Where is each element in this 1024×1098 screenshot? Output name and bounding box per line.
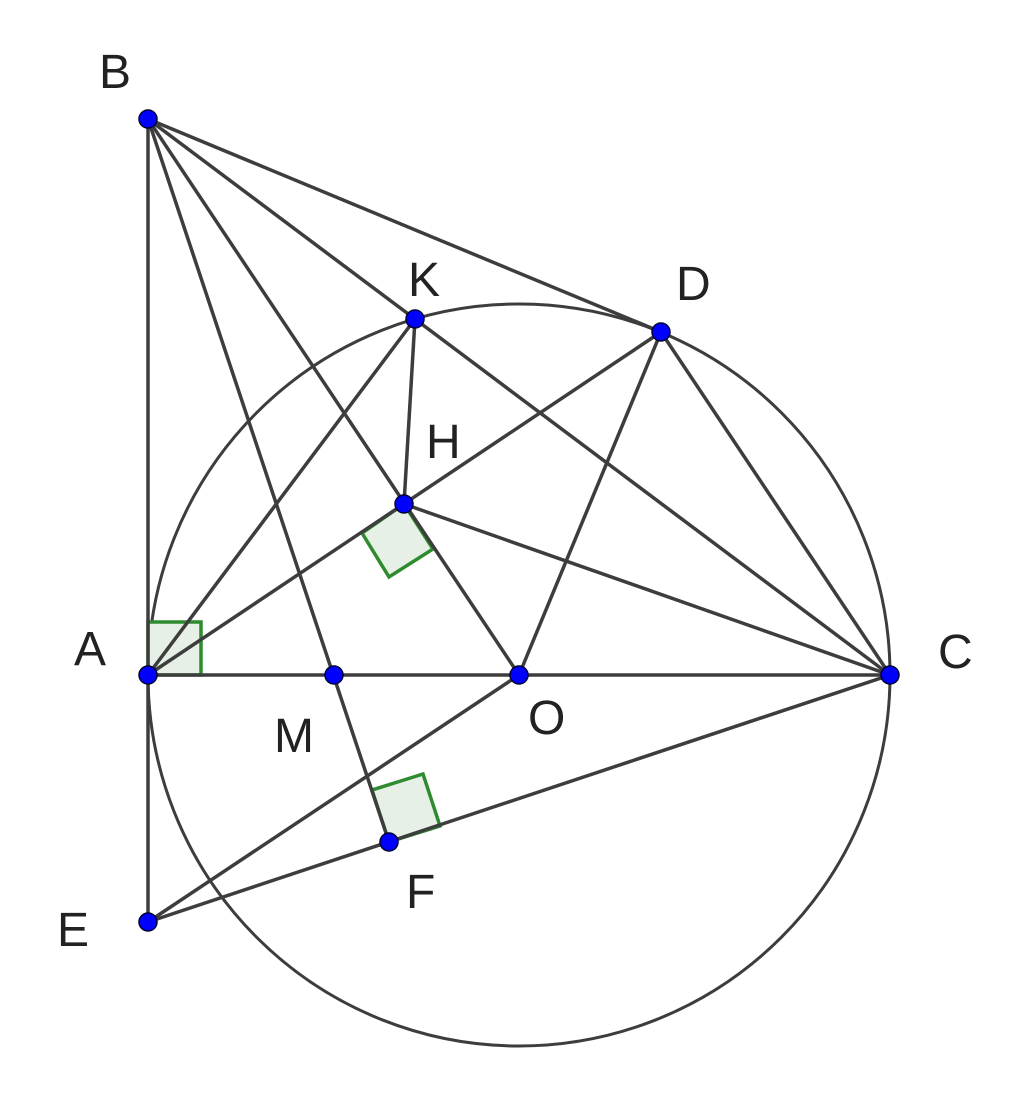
point-m — [324, 665, 344, 685]
point-c — [880, 665, 900, 685]
segment-kh — [402, 317, 417, 506]
label-h: H — [426, 416, 461, 469]
point-o — [509, 665, 529, 685]
segment-dc — [659, 330, 892, 677]
segment-bc — [146, 117, 892, 677]
label-o: O — [528, 692, 565, 745]
label-a: A — [74, 623, 106, 676]
label-f: F — [406, 866, 435, 919]
point-d — [651, 322, 671, 342]
segment-eo — [146, 673, 521, 924]
label-c: C — [938, 626, 973, 679]
segment-bf — [146, 117, 391, 844]
point-h — [394, 494, 414, 514]
segment-bo — [146, 117, 521, 677]
point-b — [138, 109, 158, 129]
point-k — [405, 309, 425, 329]
point-f — [379, 832, 399, 852]
point-a — [138, 665, 158, 685]
label-m: M — [274, 710, 314, 763]
label-e: E — [57, 904, 89, 957]
segment-hc — [402, 502, 892, 677]
label-k: K — [408, 254, 440, 307]
right-angle-marker-h — [359, 501, 436, 580]
point-e — [138, 912, 158, 932]
label-d: D — [676, 258, 711, 311]
right-angle-marker-f — [369, 771, 443, 845]
segment-ak — [146, 317, 417, 677]
label-b: B — [99, 46, 131, 99]
segment-od — [517, 330, 663, 677]
segment-bd — [146, 117, 663, 334]
segment-ec — [146, 673, 892, 924]
